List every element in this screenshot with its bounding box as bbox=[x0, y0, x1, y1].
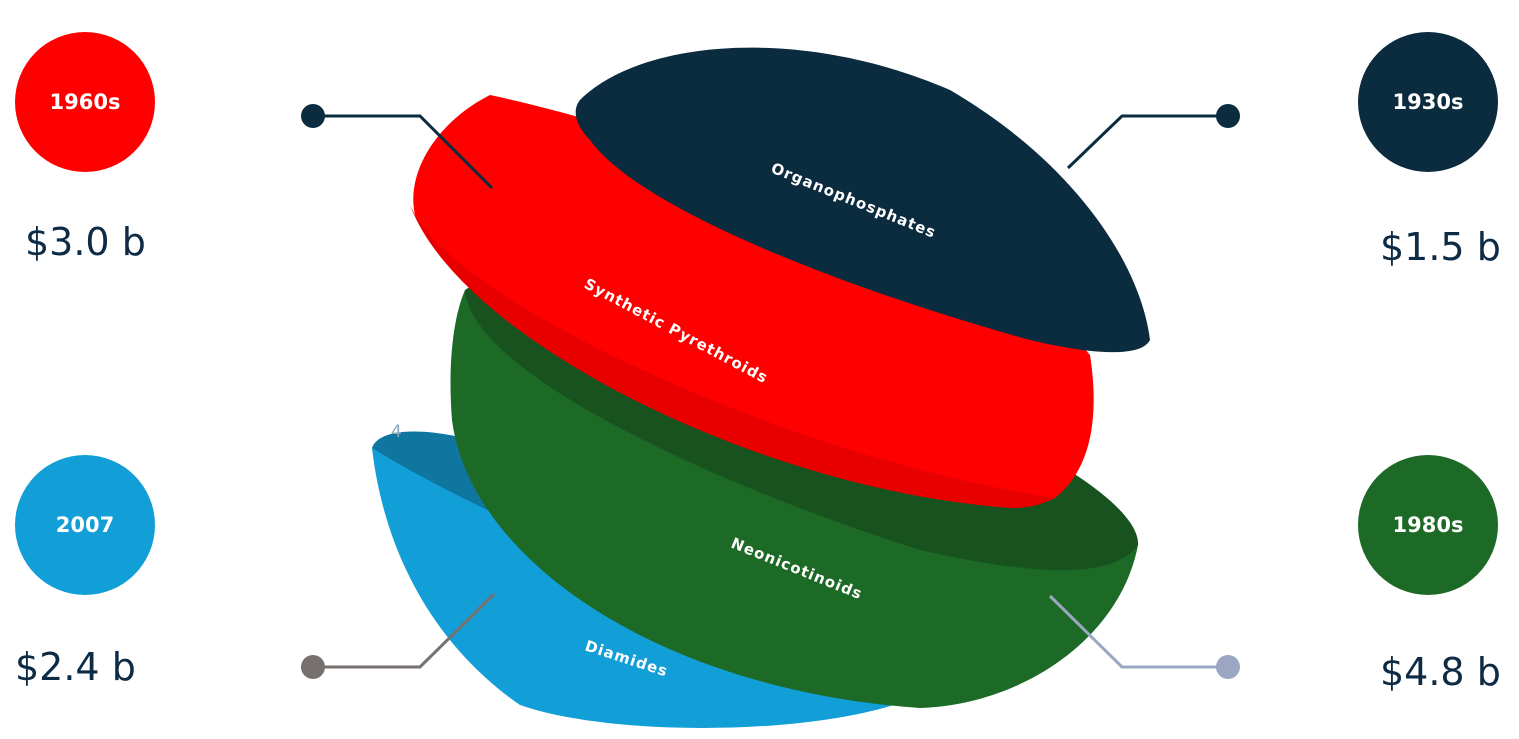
connector-top-left bbox=[301, 104, 494, 190]
era-badge-1930s: 1930s bbox=[1358, 32, 1498, 172]
stray-mark: 4 bbox=[391, 422, 402, 442]
organophosphates-segment bbox=[575, 47, 1150, 353]
value-diamides: $2.4 b bbox=[15, 645, 136, 689]
value-neonicotinoids: $4.8 b bbox=[1380, 650, 1501, 694]
connector-bottom-left bbox=[301, 592, 496, 679]
era-badge-1980s: 1980s bbox=[1358, 455, 1498, 595]
synthetic-pyrethroids-segment bbox=[413, 95, 1094, 498]
connector-bottom-right bbox=[1048, 594, 1240, 679]
era-badge-2007: 2007 bbox=[15, 455, 155, 595]
connector-top-right bbox=[1066, 104, 1240, 170]
value-synthetic-pyrethroids: $3.0 b bbox=[25, 220, 146, 264]
value-organophosphates: $1.5 b bbox=[1380, 225, 1501, 269]
era-badge-1960s: 1960s bbox=[15, 32, 155, 172]
